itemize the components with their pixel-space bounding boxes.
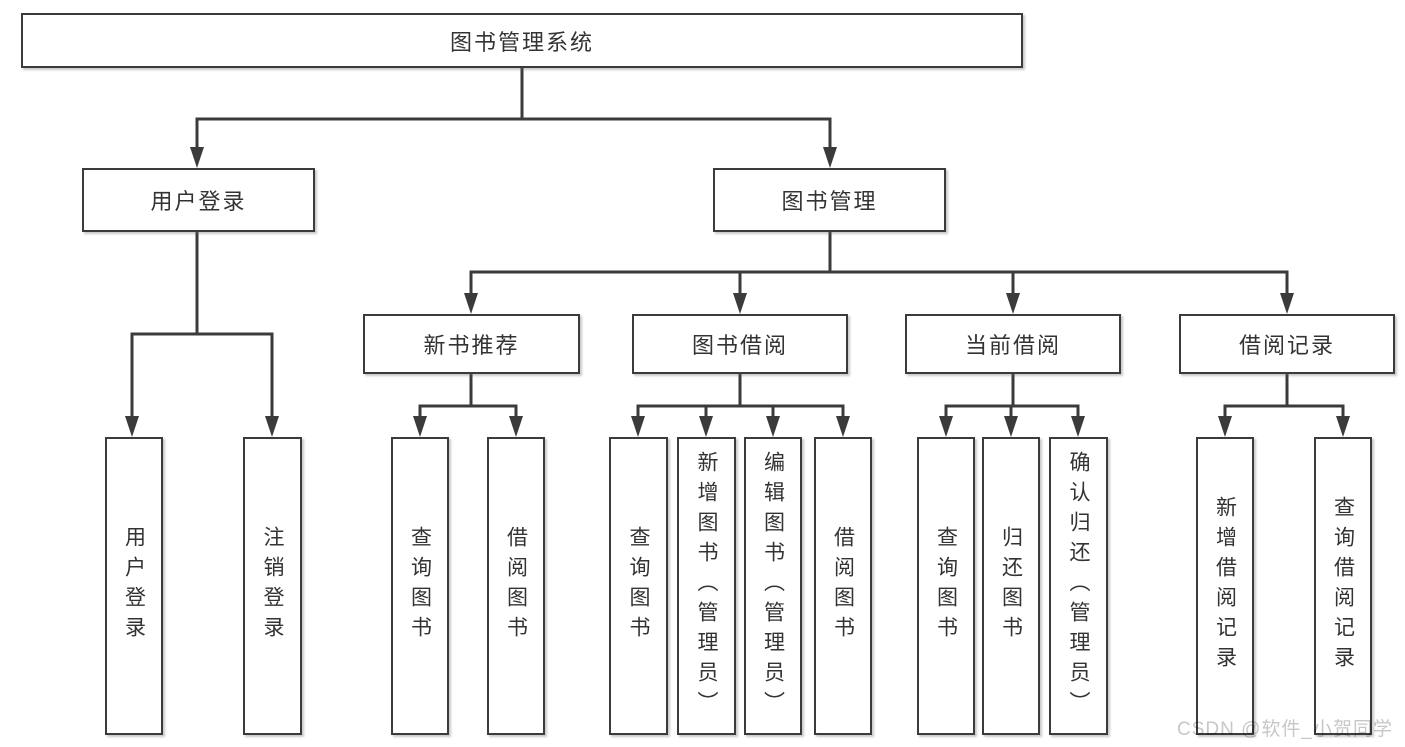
node-root-system: 图书管理系统 — [21, 13, 1023, 68]
node-label: 注销登录 — [261, 526, 284, 646]
arrowhead — [125, 416, 139, 437]
node-current-borrowing: 当前借阅 — [905, 314, 1121, 374]
arrowhead — [1336, 416, 1350, 437]
arrowhead — [733, 293, 747, 314]
node-book-borrowing: 图书借阅 — [632, 314, 848, 374]
leaf-add-borrow-record: 新增借阅记录 — [1196, 437, 1254, 735]
arrowhead — [836, 416, 850, 437]
csdn-watermark: CSDN @软件_小贺同学 — [1177, 719, 1393, 740]
connectors-new-book-recommend — [413, 372, 523, 437]
arrowhead — [823, 147, 837, 168]
node-new-book-recommend: 新书推荐 — [363, 314, 580, 374]
node-label: 编辑图书（管理员） — [761, 451, 785, 721]
node-label: 借阅图书 — [831, 526, 855, 646]
node-label: 借阅图书 — [504, 526, 528, 646]
leaf-edit-books-admin: 编辑图书（管理员） — [744, 437, 802, 735]
leaf-user-login: 用户登录 — [105, 437, 163, 735]
node-label: 确认归还（管理员） — [1067, 451, 1090, 721]
node-label: 图书管理系统 — [449, 29, 594, 55]
leaf-query-books-borrowing: 查询图书 — [609, 437, 668, 735]
arrowhead — [265, 416, 279, 437]
arrowhead — [1071, 416, 1085, 437]
arrowhead — [509, 416, 523, 437]
leaf-logout: 注销登录 — [243, 437, 302, 735]
node-label: 新增借阅记录 — [1213, 496, 1237, 676]
leaf-query-books-recommend: 查询图书 — [391, 437, 449, 735]
node-label: 借阅记录 — [1238, 333, 1335, 358]
connectors-current-borrowing — [939, 372, 1085, 437]
arrowhead — [464, 293, 478, 314]
node-label: 用户登录 — [122, 526, 146, 646]
leaf-return-books: 归还图书 — [982, 437, 1040, 735]
leaf-query-borrow-record: 查询借阅记录 — [1314, 437, 1372, 735]
connectors-root — [190, 66, 837, 168]
connectors-user-login — [125, 230, 279, 437]
node-borrowing-records: 借阅记录 — [1179, 314, 1395, 374]
arrowhead — [413, 416, 427, 437]
leaf-confirm-return-admin: 确认归还（管理员） — [1049, 437, 1108, 735]
leaf-borrow-books: 借阅图书 — [814, 437, 872, 735]
arrowhead — [1004, 416, 1018, 437]
node-label: 查询图书 — [934, 526, 958, 646]
node-label: 查询图书 — [408, 526, 432, 646]
node-label: 新增图书（管理员） — [695, 451, 718, 721]
arrowhead — [939, 416, 953, 437]
arrowhead — [1280, 293, 1294, 314]
node-label: 查询借阅记录 — [1331, 496, 1355, 676]
connectors-borrowing-records — [1218, 372, 1350, 437]
node-book-management: 图书管理 — [713, 168, 946, 232]
node-label: 查询图书 — [627, 526, 650, 646]
leaf-add-books-admin: 新增图书（管理员） — [677, 437, 736, 735]
connectors-book-borrowing — [631, 372, 850, 437]
node-label: 用户登录 — [150, 189, 247, 214]
node-label: 图书借阅 — [691, 333, 788, 358]
arrowhead — [699, 416, 713, 437]
leaf-query-books-current: 查询图书 — [917, 437, 975, 735]
arrowhead — [190, 147, 204, 168]
node-label: 图书管理 — [781, 189, 878, 214]
arrowhead — [1218, 416, 1232, 437]
leaf-borrow-books-recommend: 借阅图书 — [487, 437, 545, 735]
node-user-login: 用户登录 — [82, 168, 315, 232]
arrowhead — [1006, 293, 1020, 314]
node-label: 当前借阅 — [964, 333, 1061, 358]
connectors-book-management — [464, 230, 1294, 314]
arrowhead — [631, 416, 645, 437]
arrowhead — [766, 416, 780, 437]
node-label: 新书推荐 — [423, 333, 520, 358]
node-label: 归还图书 — [999, 526, 1023, 646]
